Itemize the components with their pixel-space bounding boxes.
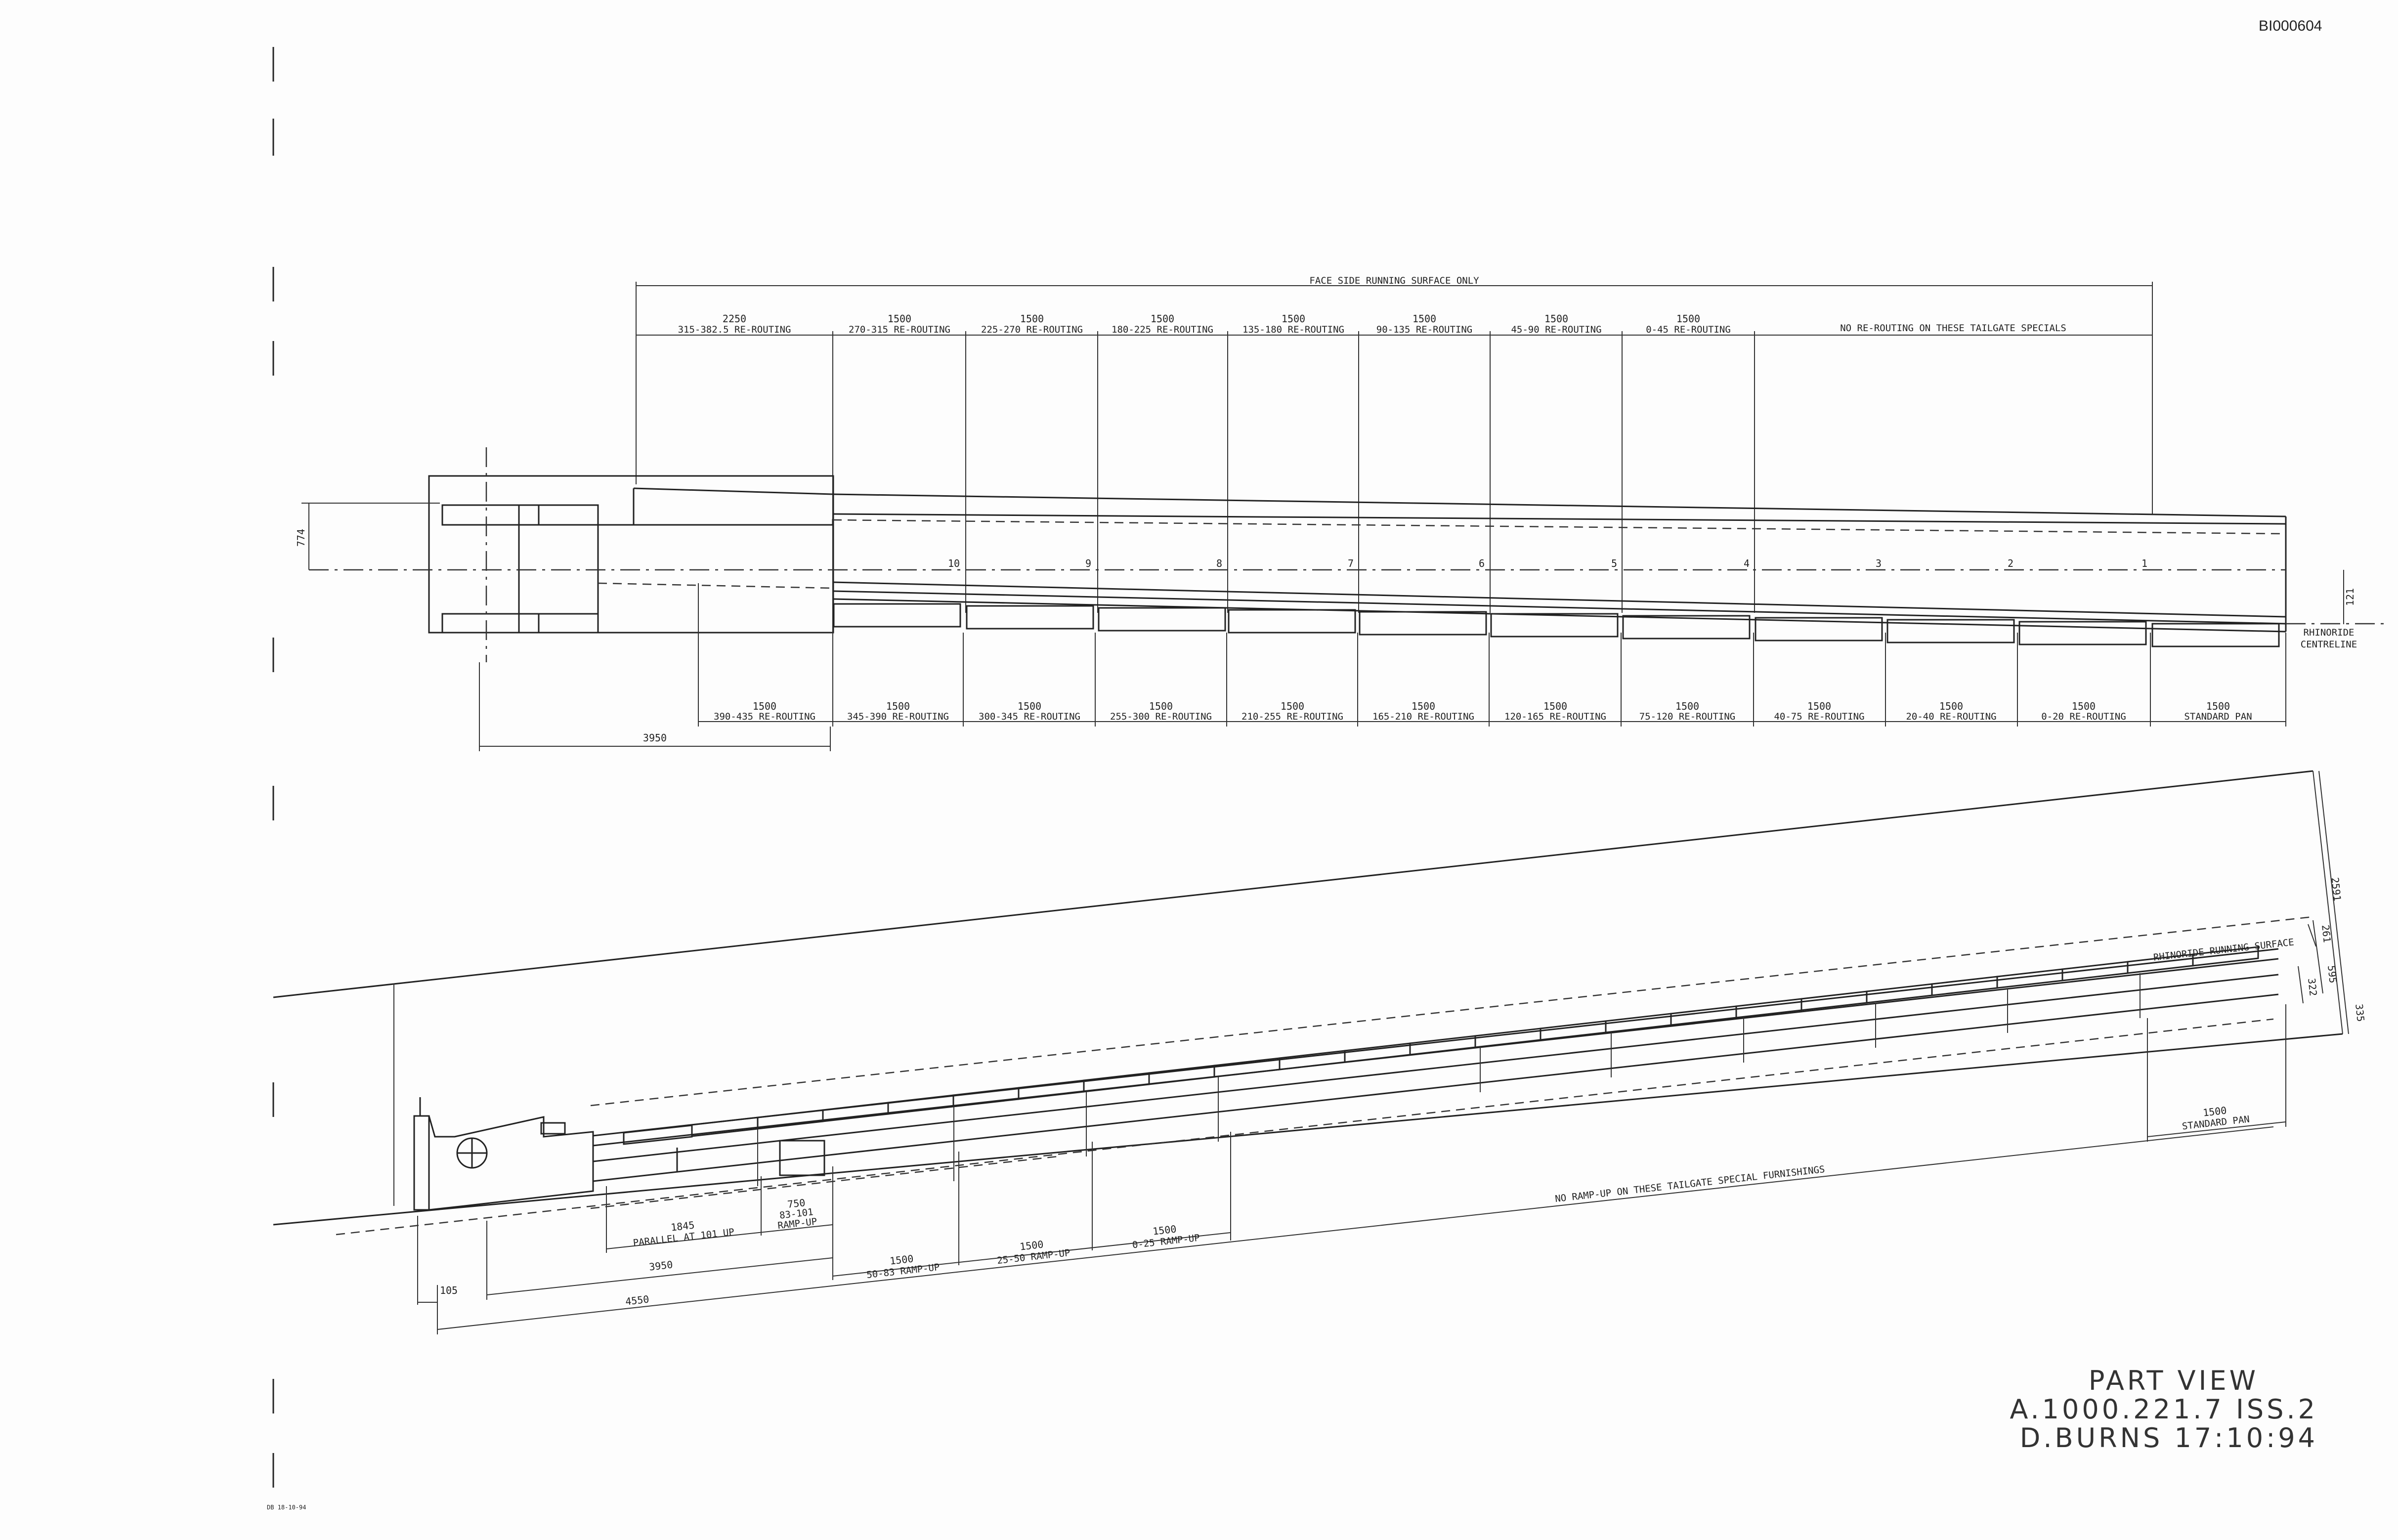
segment-label: 315-382.5 RE-ROUTING [678,324,791,335]
ramp-d-length: 1500 [1152,1223,1177,1237]
pan-number: 8 [1216,557,1222,569]
dim-4550: 4550 [625,1293,650,1307]
pan-number: 1 [2141,557,2147,569]
centreline-label: CENTRELINE [2301,639,2357,650]
segment-label: 390-435 RE-ROUTING [714,711,815,722]
ramp-a-length: 750 [787,1197,806,1210]
segment-label: 20-40 RE-ROUTING [1906,711,1996,722]
standard-pan-length: 1500 [2202,1104,2227,1118]
plan-view: FACE SIDE RUNNING SURFACE ONLY 2250 315-… [295,275,2387,751]
dim-2591: 2591 [2329,877,2344,901]
segment-length: 1500 [1807,700,1831,712]
date-stamp: DB 18-10-94 [267,1504,306,1511]
dim-3950: 3950 [648,1258,674,1273]
elevation-view: RHINORIDE RUNNING SURFACE NO RAMP-UP ON … [273,770,2367,1334]
segment-length: 1500 [1675,700,1699,712]
segment-length: 1500 [2206,700,2230,712]
segment-label: STANDARD PAN [2184,711,2252,722]
segment-length: 1500 [1018,700,1041,712]
parallel-length: 1845 [670,1219,695,1233]
segment-length: 1500 [888,313,911,325]
dim-595: 595 [2325,965,2339,984]
title-line-3: D.BURNS 17:10:94 [2020,1422,2318,1454]
segment-label: 40-75 RE-ROUTING [1774,711,1864,722]
top-segments: 2250 315-382.5 RE-ROUTING 1500 270-315 R… [678,313,2066,335]
segment-length: 1500 [1149,700,1173,712]
segment-length: 1500 [1543,700,1567,712]
segment-label: NO RE-ROUTING ON THESE TAILGATE SPECIALS [1840,323,2066,334]
segment-label: 210-255 RE-ROUTING [1242,711,1343,722]
segment-label: 180-225 RE-ROUTING [1112,324,1213,335]
segment-length: 1500 [1281,700,1304,712]
pan-number: 2 [2008,557,2013,569]
segment-length: 1500 [886,700,910,712]
dim-774: 774 [295,529,307,547]
segment-label: 225-270 RE-ROUTING [981,324,1083,335]
dim-3950: 3950 [643,732,667,744]
dim-335: 335 [2353,1003,2367,1022]
segment-label: 255-300 RE-ROUTING [1110,711,1212,722]
segment-length: 1500 [2072,700,2096,712]
segment-label: 75-120 RE-ROUTING [1639,711,1735,722]
segment-label: 0-20 RE-ROUTING [2041,711,2126,722]
bottom-segment-dividers [698,583,2286,727]
segment-length: 1500 [1412,700,1435,712]
centreline-label: RHINORIDE [2304,627,2355,638]
segment-length: 1500 [1020,313,1044,325]
ramp-c-length: 1500 [1019,1238,1044,1252]
segment-label: 90-135 RE-ROUTING [1376,324,1472,335]
dim-322: 322 [2306,978,2319,996]
segment-label: 45-90 RE-ROUTING [1511,324,1601,335]
conveyor-body [598,487,2287,632]
dim-261: 261 [2319,924,2333,943]
segment-length: 2250 [723,313,746,325]
segment-length: 1500 [1282,313,1305,325]
pan-number: 6 [1479,557,1485,569]
segment-label: 165-210 RE-ROUTING [1372,711,1474,722]
no-rampup-label: NO RAMP-UP ON THESE TAILGATE SPECIAL FUR… [1554,1164,1825,1204]
segment-length: 1500 [1544,313,1568,325]
segment-label: 300-345 RE-ROUTING [979,711,1080,722]
dim-121: 121 [2344,588,2356,606]
pan-number: 5 [1611,557,1617,569]
segment-length: 1500 [753,700,776,712]
pan-number: 7 [1348,557,1354,569]
segment-label: 270-315 RE-ROUTING [849,324,950,335]
segment-length: 1500 [1676,313,1700,325]
head-end-frame [428,475,834,634]
bottom-segments: 1500 390-435 RE-ROUTING 1500 345-390 RE-… [714,700,2252,722]
document-reference: BI000604 [2259,18,2322,34]
segment-length: 1500 [1413,313,1436,325]
title-block: PART VIEW A.1000.221.7 ISS.2 D.BURNS 17:… [2010,1365,2318,1454]
plan-pan-row [832,581,2286,647]
segment-label: 345-390 RE-ROUTING [847,711,949,722]
segment-label: 120-165 RE-ROUTING [1504,711,1606,722]
elevation-pans [593,946,2279,1186]
title-line-1: PART VIEW [2089,1365,2259,1396]
ramp-b-length: 1500 [889,1252,914,1267]
header-label: FACE SIDE RUNNING SURFACE ONLY [1309,275,1479,286]
segment-length: 1500 [1939,700,1963,712]
title-line-2: A.1000.221.7 ISS.2 [2010,1394,2318,1425]
segment-length: 1500 [1151,313,1174,325]
pan-number: 4 [1744,557,1750,569]
pan-numbers: 10 9 8 7 6 5 4 3 2 1 [948,557,2147,569]
segment-label: 135-180 RE-ROUTING [1242,324,1344,335]
segment-label: 0-45 RE-ROUTING [1646,324,1731,335]
pan-number: 3 [1876,557,1882,569]
pan-number: 10 [948,557,960,569]
dim-105: 105 [440,1284,458,1296]
pan-number: 9 [1085,557,1091,569]
